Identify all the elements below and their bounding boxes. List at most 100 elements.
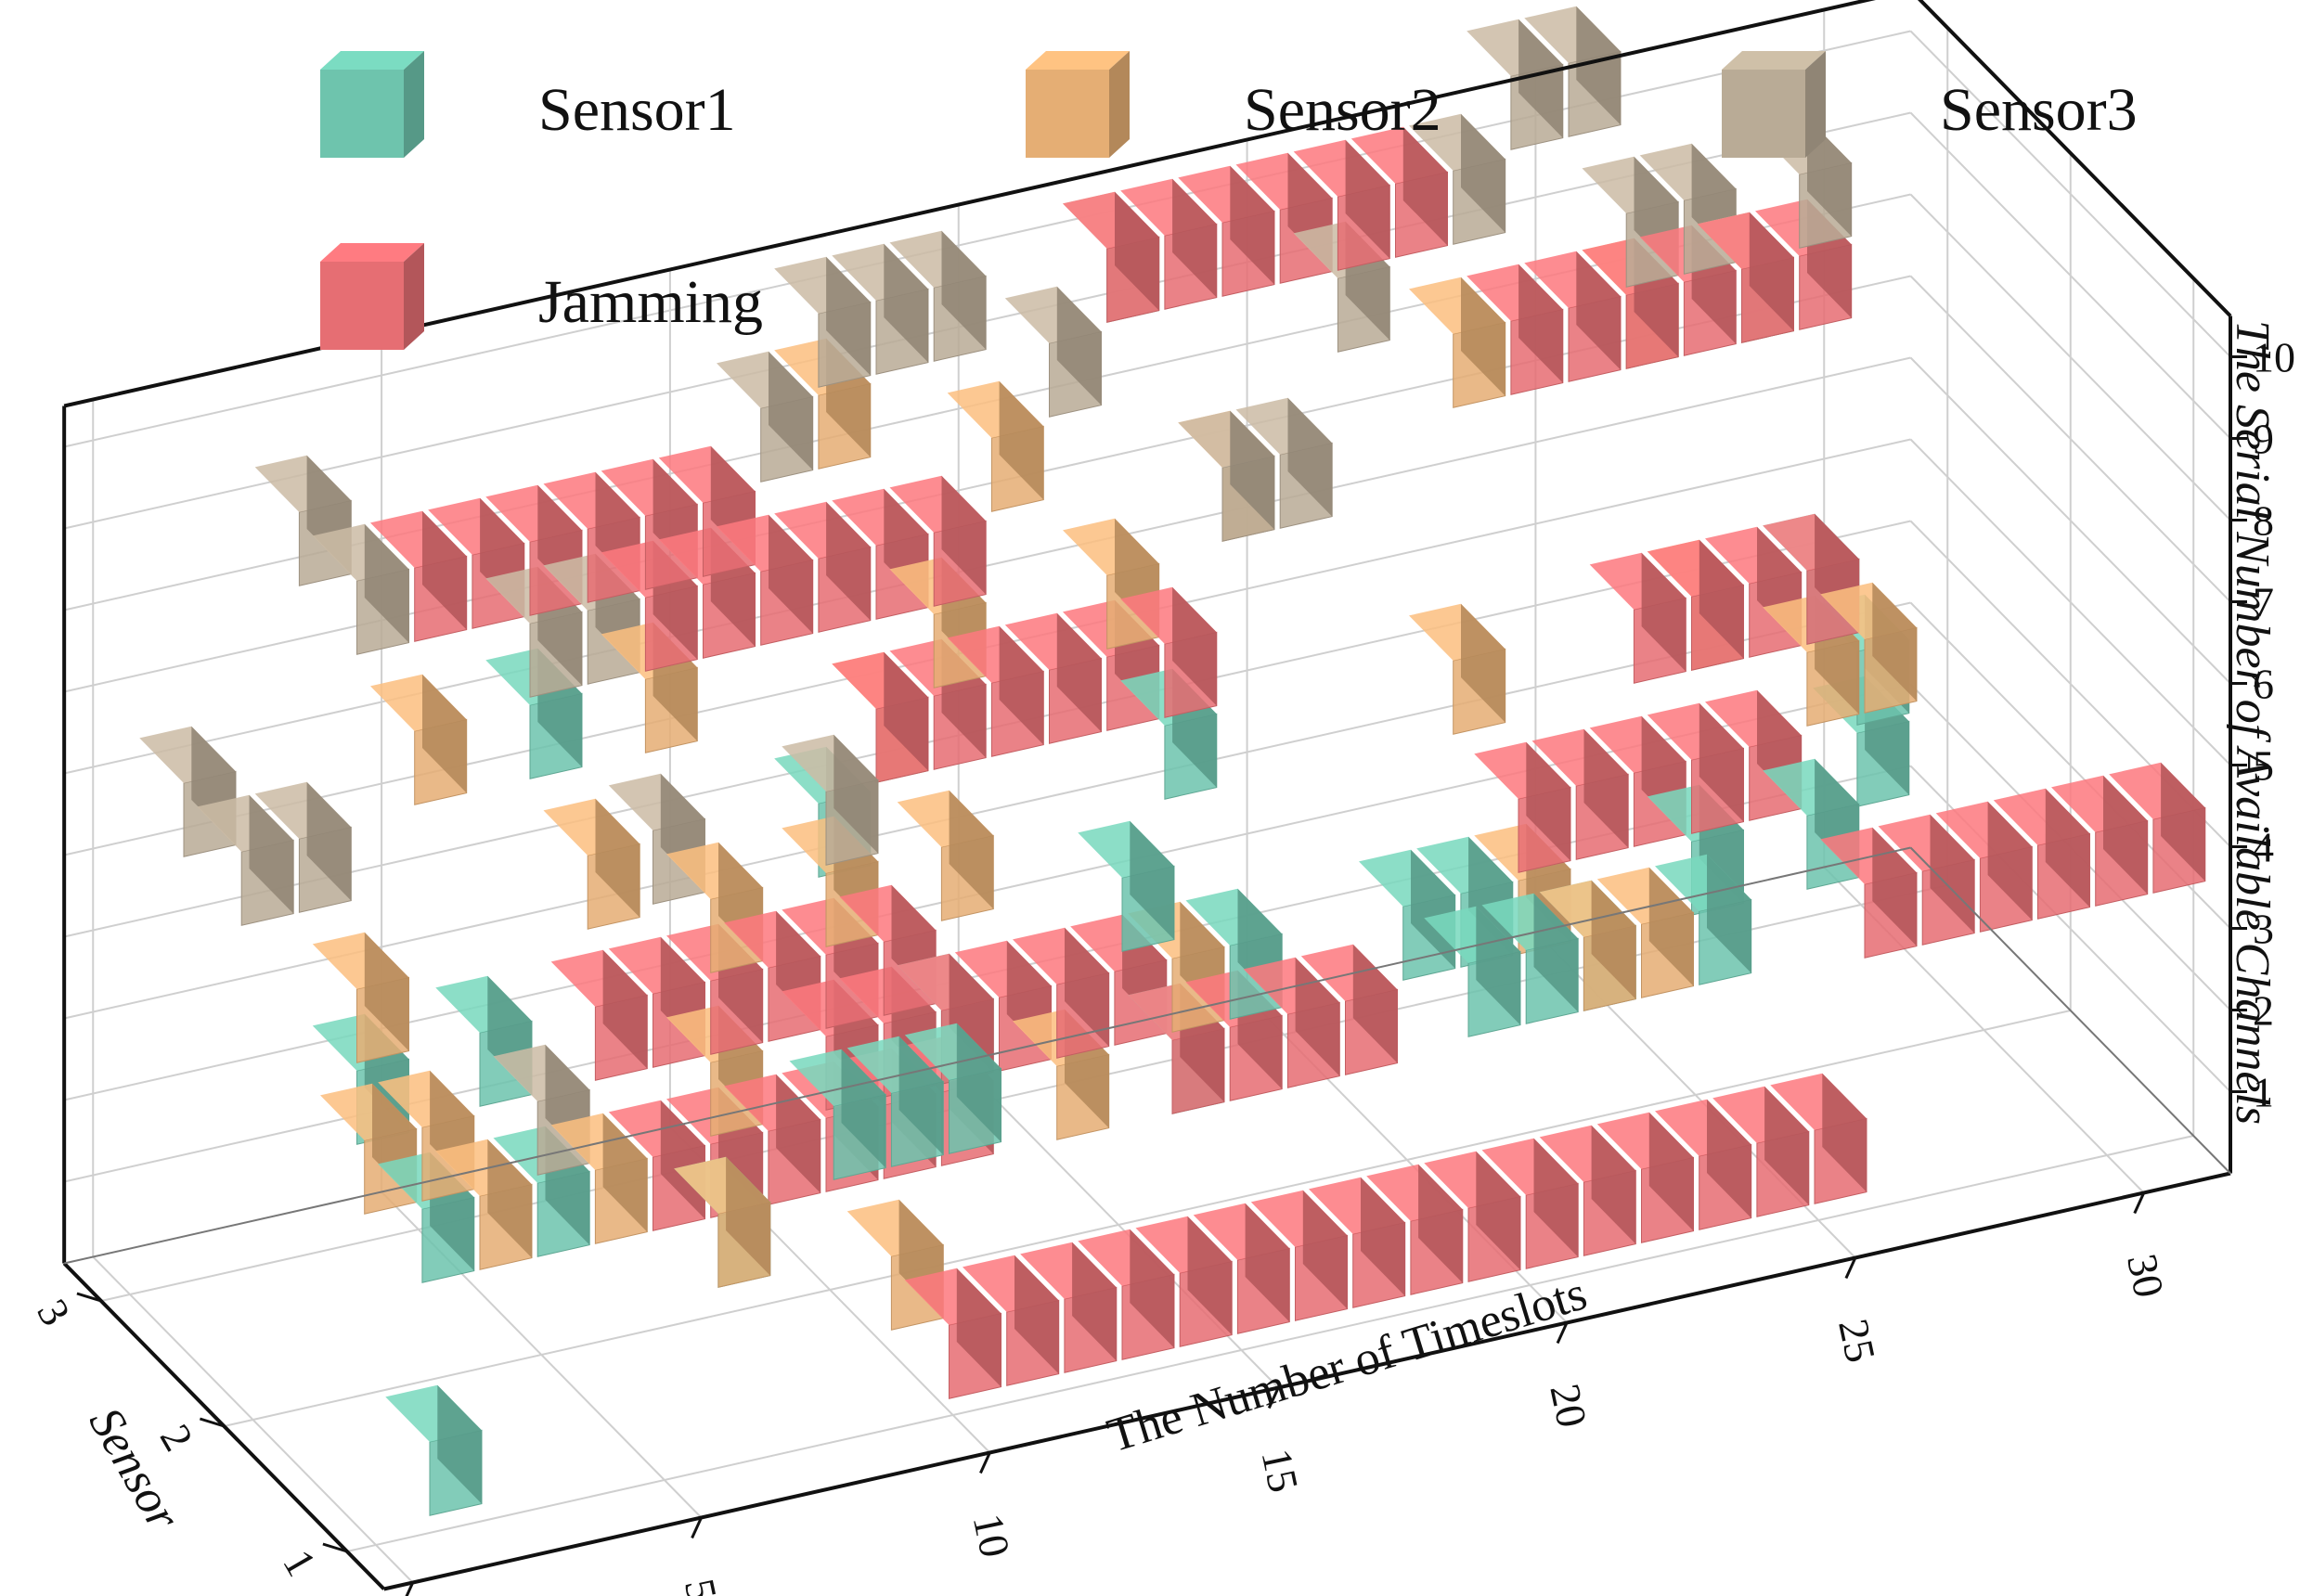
legend-item-sensor1: Sensor1: [320, 51, 736, 158]
bar-side-face: [1707, 854, 1751, 973]
bar-sensor3: [1467, 19, 1564, 150]
bar-jamming: [1770, 1073, 1867, 1204]
bar-side-face: [1749, 212, 1794, 331]
bar-side-face: [999, 625, 1044, 745]
z-tick-label: 9: [2253, 416, 2274, 463]
bar-side-face: [941, 475, 987, 595]
bar-side-face: [1583, 728, 1629, 848]
legend-swatch-front: [320, 262, 404, 350]
bar-sensor2: [1409, 277, 1506, 408]
bar-side-face: [884, 651, 928, 771]
bar-sensor2: [1596, 867, 1694, 998]
x-tick-mark: [405, 1581, 415, 1596]
bar-side-face: [1411, 849, 1455, 969]
bar-jamming: [1250, 1190, 1348, 1321]
bar-sensor2: [846, 1199, 944, 1331]
bar-side-face: [1402, 126, 1448, 246]
bar-sensor1: [904, 1023, 1001, 1154]
z-tick-label: 7: [2253, 579, 2274, 626]
bar-sensor3: [254, 781, 352, 913]
bar-jamming: [1481, 1138, 1579, 1269]
bar-side-face: [1987, 801, 2033, 920]
bar-side-face: [826, 256, 871, 376]
bar-sensor3: [889, 230, 987, 362]
bar-sensor2: [543, 798, 640, 930]
z-tick-label: 5: [2253, 742, 2274, 790]
bar-jamming: [1820, 827, 1918, 959]
bar-jamming: [904, 1268, 1001, 1399]
legend-label: Sensor2: [1244, 76, 1441, 144]
bar-side-face: [776, 1074, 821, 1193]
floor-gridline-sensor: [346, 1135, 2194, 1552]
bar-layer: [139, 6, 2206, 1516]
bar-jamming: [1993, 788, 2090, 920]
bar-side-face: [1065, 927, 1109, 1047]
bar-side-face: [364, 523, 409, 643]
bar-sensor3: [1235, 397, 1333, 529]
sensor-tick-label: 3: [28, 1292, 80, 1333]
bar-jamming: [370, 510, 468, 642]
z-tick-label: 4: [2253, 824, 2274, 871]
bar-side-face: [595, 798, 640, 918]
bar-side-face: [1699, 702, 1744, 822]
bar-sensor1: [789, 1049, 886, 1180]
bar-side-face: [1476, 906, 1520, 1025]
bar-side-face: [1576, 251, 1621, 370]
bar-side-face: [1187, 1216, 1233, 1335]
bar-side-face: [1518, 19, 1563, 138]
bar-jamming: [2051, 775, 2149, 907]
bar-side-face: [1056, 286, 1102, 405]
bar-side-face: [1468, 836, 1513, 956]
bar-side-face: [1418, 1164, 1463, 1283]
bar-side-face: [1361, 1177, 1405, 1296]
bar-side-face: [769, 351, 813, 470]
bar-side-face: [2103, 775, 2148, 895]
bar-side-face: [2045, 788, 2090, 907]
bar-sensor1: [1481, 893, 1579, 1024]
bar-sensor3: [782, 734, 879, 866]
legend-swatch-top: [320, 243, 424, 262]
axis-line: [1918, 0, 2232, 317]
bar-sensor2: [674, 1156, 771, 1288]
bar-jamming: [1647, 539, 1744, 671]
bar-side-face: [1245, 1203, 1290, 1322]
x-tick-label: 5: [676, 1575, 727, 1596]
sensor-tick-label: 1: [274, 1542, 326, 1584]
sensor-axis-title: Sensor: [79, 1399, 191, 1540]
bar-side-face: [956, 1023, 1001, 1142]
bar-side-face: [1295, 957, 1340, 1076]
bar-side-face: [602, 1113, 648, 1232]
bar-jamming: [1300, 944, 1398, 1075]
bar-jamming: [1063, 191, 1160, 323]
bar-sensor3: [1409, 113, 1506, 245]
bar-side-face: [941, 230, 987, 350]
bar-sensor1: [1424, 906, 1521, 1037]
legend-label: Sensor3: [1940, 76, 2138, 144]
bar-side-face: [1807, 117, 1852, 237]
bar-jamming: [1589, 552, 1686, 684]
bar-jamming: [1120, 586, 1218, 718]
bar-sensor3: [139, 726, 237, 857]
bar-side-face: [1641, 552, 1686, 672]
bar-side-face: [1352, 944, 1398, 1063]
bar-side-face: [1461, 603, 1505, 723]
bar-jamming: [1366, 1164, 1464, 1295]
bar-side-face: [884, 243, 928, 363]
bar-jamming: [889, 475, 987, 607]
wall-gridline-channel: [63, 520, 1911, 938]
z-tick-label: 3: [2253, 906, 2274, 953]
bar-sensor3: [1524, 6, 1622, 137]
bar-side-face: [1130, 1229, 1174, 1348]
bar-sensor2: [550, 1113, 648, 1244]
legend-swatch-side: [1805, 51, 1826, 158]
bar-jamming: [1293, 139, 1390, 271]
bar-side-face: [1115, 191, 1159, 311]
bar-jamming: [1524, 251, 1622, 382]
legend-swatch-side: [1109, 51, 1130, 158]
bar-side-face: [1707, 1099, 1751, 1218]
sensor-tick-mark: [199, 1417, 225, 1428]
bar-jamming: [1135, 1216, 1233, 1347]
bar-side-face: [437, 1384, 482, 1504]
